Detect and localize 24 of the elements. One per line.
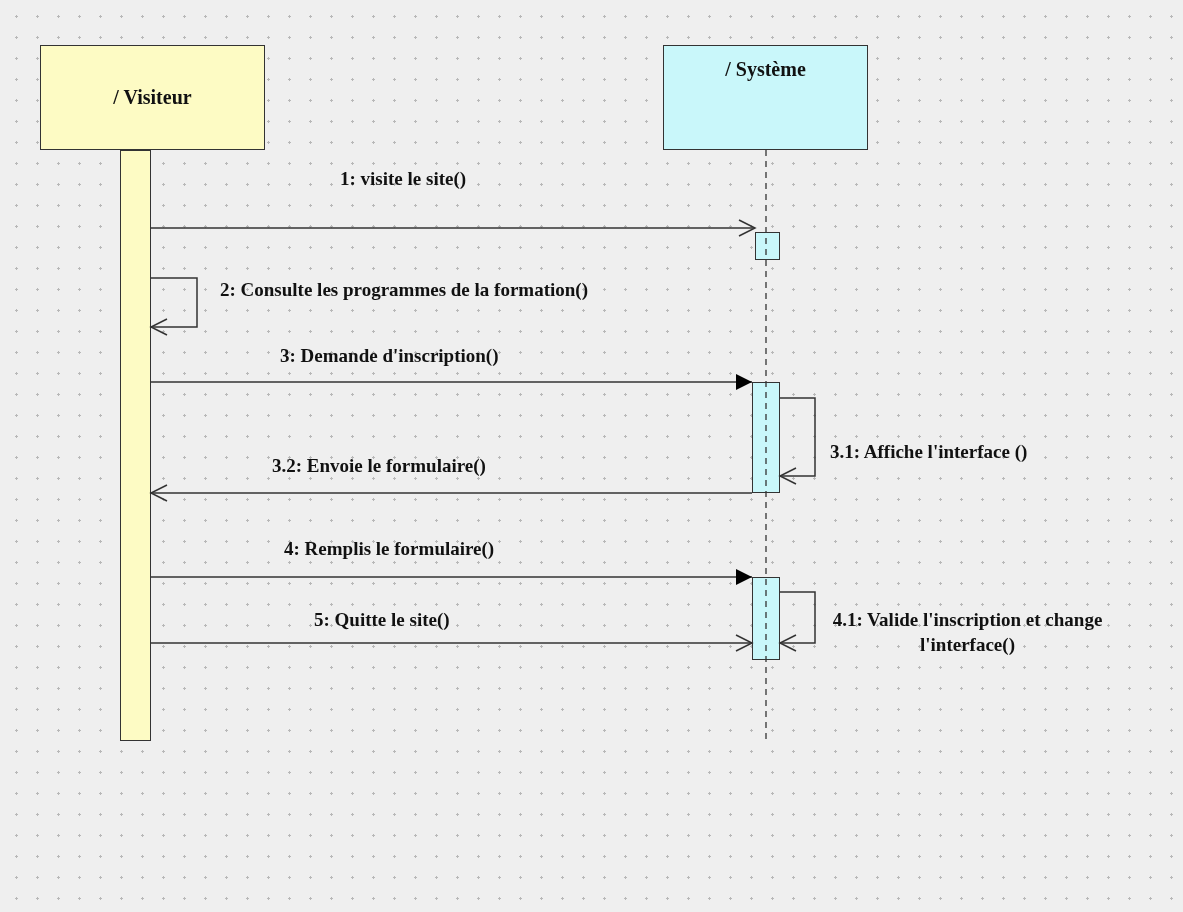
message-label: 5: Quitte le site()	[314, 608, 450, 632]
lifeline-title: / Système	[725, 58, 806, 81]
activation-bar	[120, 150, 151, 741]
message-arrow	[150, 634, 753, 652]
lifeline-head-box	[40, 45, 265, 150]
activation-bar	[755, 232, 780, 260]
message-label: 1: visite le site()	[340, 167, 467, 191]
message-arrow	[150, 219, 756, 237]
message-label: 3.1: Affiche l'interface ()	[830, 440, 1028, 464]
self-message-arrow	[779, 397, 816, 485]
activation-bar	[752, 577, 780, 660]
message-label: 3.2: Envoie le formulaire()	[272, 454, 486, 478]
message-label: 2: Consulte les programmes de la formation()	[220, 278, 588, 302]
self-message-arrow	[779, 591, 816, 652]
message-label: 3: Demande d'inscription()	[280, 344, 499, 368]
message-label: 4: Remplis le formulaire()	[284, 537, 495, 561]
activation-bar	[752, 382, 780, 493]
message-label: 4.1: Valide l'inscription et change l'interface()	[831, 608, 1104, 657]
message-arrow	[150, 374, 753, 390]
self-message-arrow	[150, 277, 198, 336]
lifeline-title: / Visiteur	[113, 86, 192, 109]
message-arrow	[150, 484, 753, 502]
message-arrow	[150, 569, 753, 585]
lifeline-head-box	[663, 45, 868, 150]
